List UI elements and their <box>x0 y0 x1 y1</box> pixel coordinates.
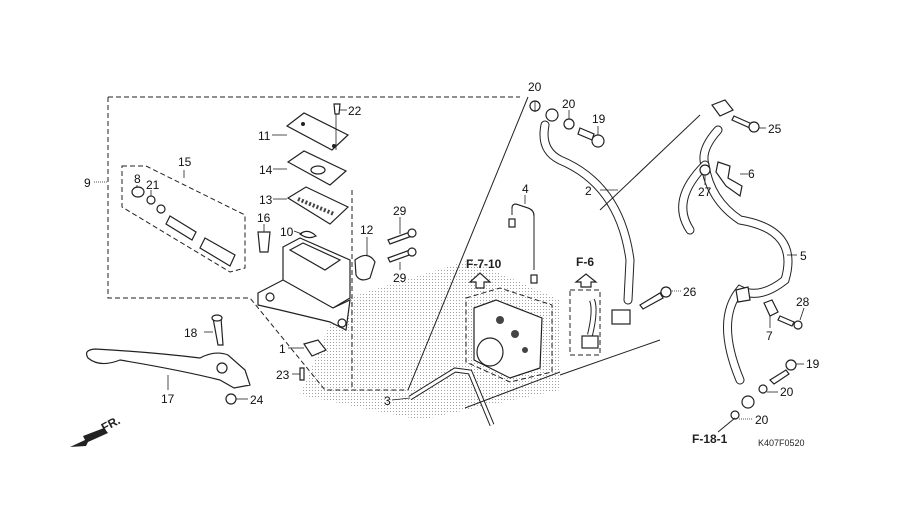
part-10-float <box>298 230 318 239</box>
part-14-plate <box>286 150 348 186</box>
assembly-boundary-9 <box>107 96 520 391</box>
callout-leaders <box>94 101 805 420</box>
part-28-bolt <box>777 315 803 330</box>
callout-26: 26 <box>683 285 697 299</box>
part-18-pivot-bolt <box>211 314 224 346</box>
callout-12: 12 <box>360 223 374 237</box>
leader-diag-3 <box>599 114 701 211</box>
part-19-banjo-bolt-b <box>769 359 797 385</box>
leader-f-18-1 <box>717 417 736 433</box>
section-ref-f-6[interactable]: F-6 <box>576 255 594 269</box>
callout-7: 7 <box>766 329 773 343</box>
callout-27: 27 <box>698 185 712 199</box>
callout-24: 24 <box>250 393 264 407</box>
callout-14: 14 <box>259 163 273 177</box>
callout-8: 8 <box>134 172 141 186</box>
f-6-boundary <box>569 289 601 356</box>
part-spring <box>199 237 236 267</box>
leader-line <box>464 371 561 409</box>
callout-3: 3 <box>384 394 391 408</box>
part-12-holder <box>354 254 376 281</box>
callout-11: 11 <box>258 129 271 143</box>
boundary-diagonal <box>407 96 529 391</box>
section-ref-f-7-10[interactable]: F-7-10 <box>466 257 502 271</box>
hose-5-top-fitting <box>711 99 734 117</box>
abs-unit-boundary <box>465 287 553 383</box>
part-20-washer-d <box>730 410 740 420</box>
arrow-up-f-7-10-icon <box>468 272 492 289</box>
part-20-washer-b <box>563 118 575 130</box>
banjo-fitting-top <box>545 108 559 122</box>
part-27-bolt <box>699 164 711 176</box>
part-4-brake-pipe <box>511 203 535 270</box>
callout-29-lower: 29 <box>393 271 407 285</box>
callout-4: 4 <box>522 182 529 196</box>
banjo-fitting-bottom <box>741 395 755 409</box>
callout-20-c: 20 <box>780 385 794 399</box>
piston-kit-boundary-15 <box>121 165 246 273</box>
pipe-nut-a <box>508 218 516 228</box>
pipe-nut-b <box>530 274 538 284</box>
callout-23: 23 <box>276 368 290 382</box>
callout-2: 2 <box>585 184 592 198</box>
drawing-code: K407F0520 <box>758 438 805 448</box>
callout-17: 17 <box>161 392 175 406</box>
callout-22: 22 <box>348 104 362 118</box>
part-25-bolt <box>731 115 760 133</box>
part-21-circlip <box>146 195 156 205</box>
part-29-bolt-b <box>387 247 417 263</box>
part-26-bolt <box>639 286 672 310</box>
callout-19-b: 19 <box>806 357 820 371</box>
callout-6: 6 <box>748 167 755 181</box>
part-8-boot <box>131 186 145 198</box>
part-20-washer-c <box>758 384 768 394</box>
hose-2-lower-fitting <box>611 309 631 325</box>
arrow-up-f-6-icon <box>574 273 598 288</box>
callout-10: 10 <box>280 225 294 239</box>
callout-20-b: 20 <box>562 97 576 111</box>
callout-21: 21 <box>146 178 160 192</box>
callout-16: 16 <box>257 211 271 225</box>
part-7-clamp <box>763 299 779 317</box>
hose-f6-fitting <box>581 335 599 349</box>
part-6-bracket <box>715 161 743 198</box>
callout-1: 1 <box>279 342 286 356</box>
part-piston <box>165 215 197 241</box>
part-17-brake-lever <box>85 348 251 389</box>
hose-5-mid-clamp <box>735 286 751 303</box>
callout-18: 18 <box>184 326 198 340</box>
section-ref-f-18-1[interactable]: F-18-1 <box>692 432 728 446</box>
callout-9: 9 <box>84 176 91 190</box>
part-19-banjo-bolt-a <box>577 127 605 148</box>
front-direction-arrow-icon <box>70 428 108 447</box>
callout-19-a: 19 <box>592 112 606 126</box>
master-cylinder-body <box>257 237 351 331</box>
callout-28: 28 <box>796 295 810 309</box>
callout-13: 13 <box>259 193 273 207</box>
callout-20-d: 20 <box>755 413 769 427</box>
part-washer <box>156 204 166 214</box>
part-1-brake-switch <box>303 339 327 357</box>
callout-20-a: 20 <box>528 80 542 94</box>
callout-15: 15 <box>178 155 192 169</box>
callout-29-upper: 29 <box>393 204 407 218</box>
callout-5: 5 <box>800 249 807 263</box>
part-24-nut <box>225 393 237 405</box>
abs-modulator-unit <box>473 299 543 379</box>
leader-diag-2 <box>559 339 661 376</box>
part-13-diaphragm <box>286 186 350 225</box>
part-22-screw <box>333 103 341 115</box>
callout-25: 25 <box>768 122 782 136</box>
part-23-screw <box>299 367 305 381</box>
part-16-cap <box>257 231 271 253</box>
part-11-reservoir-cap <box>285 112 350 151</box>
part-29-bolt-a <box>387 228 417 245</box>
